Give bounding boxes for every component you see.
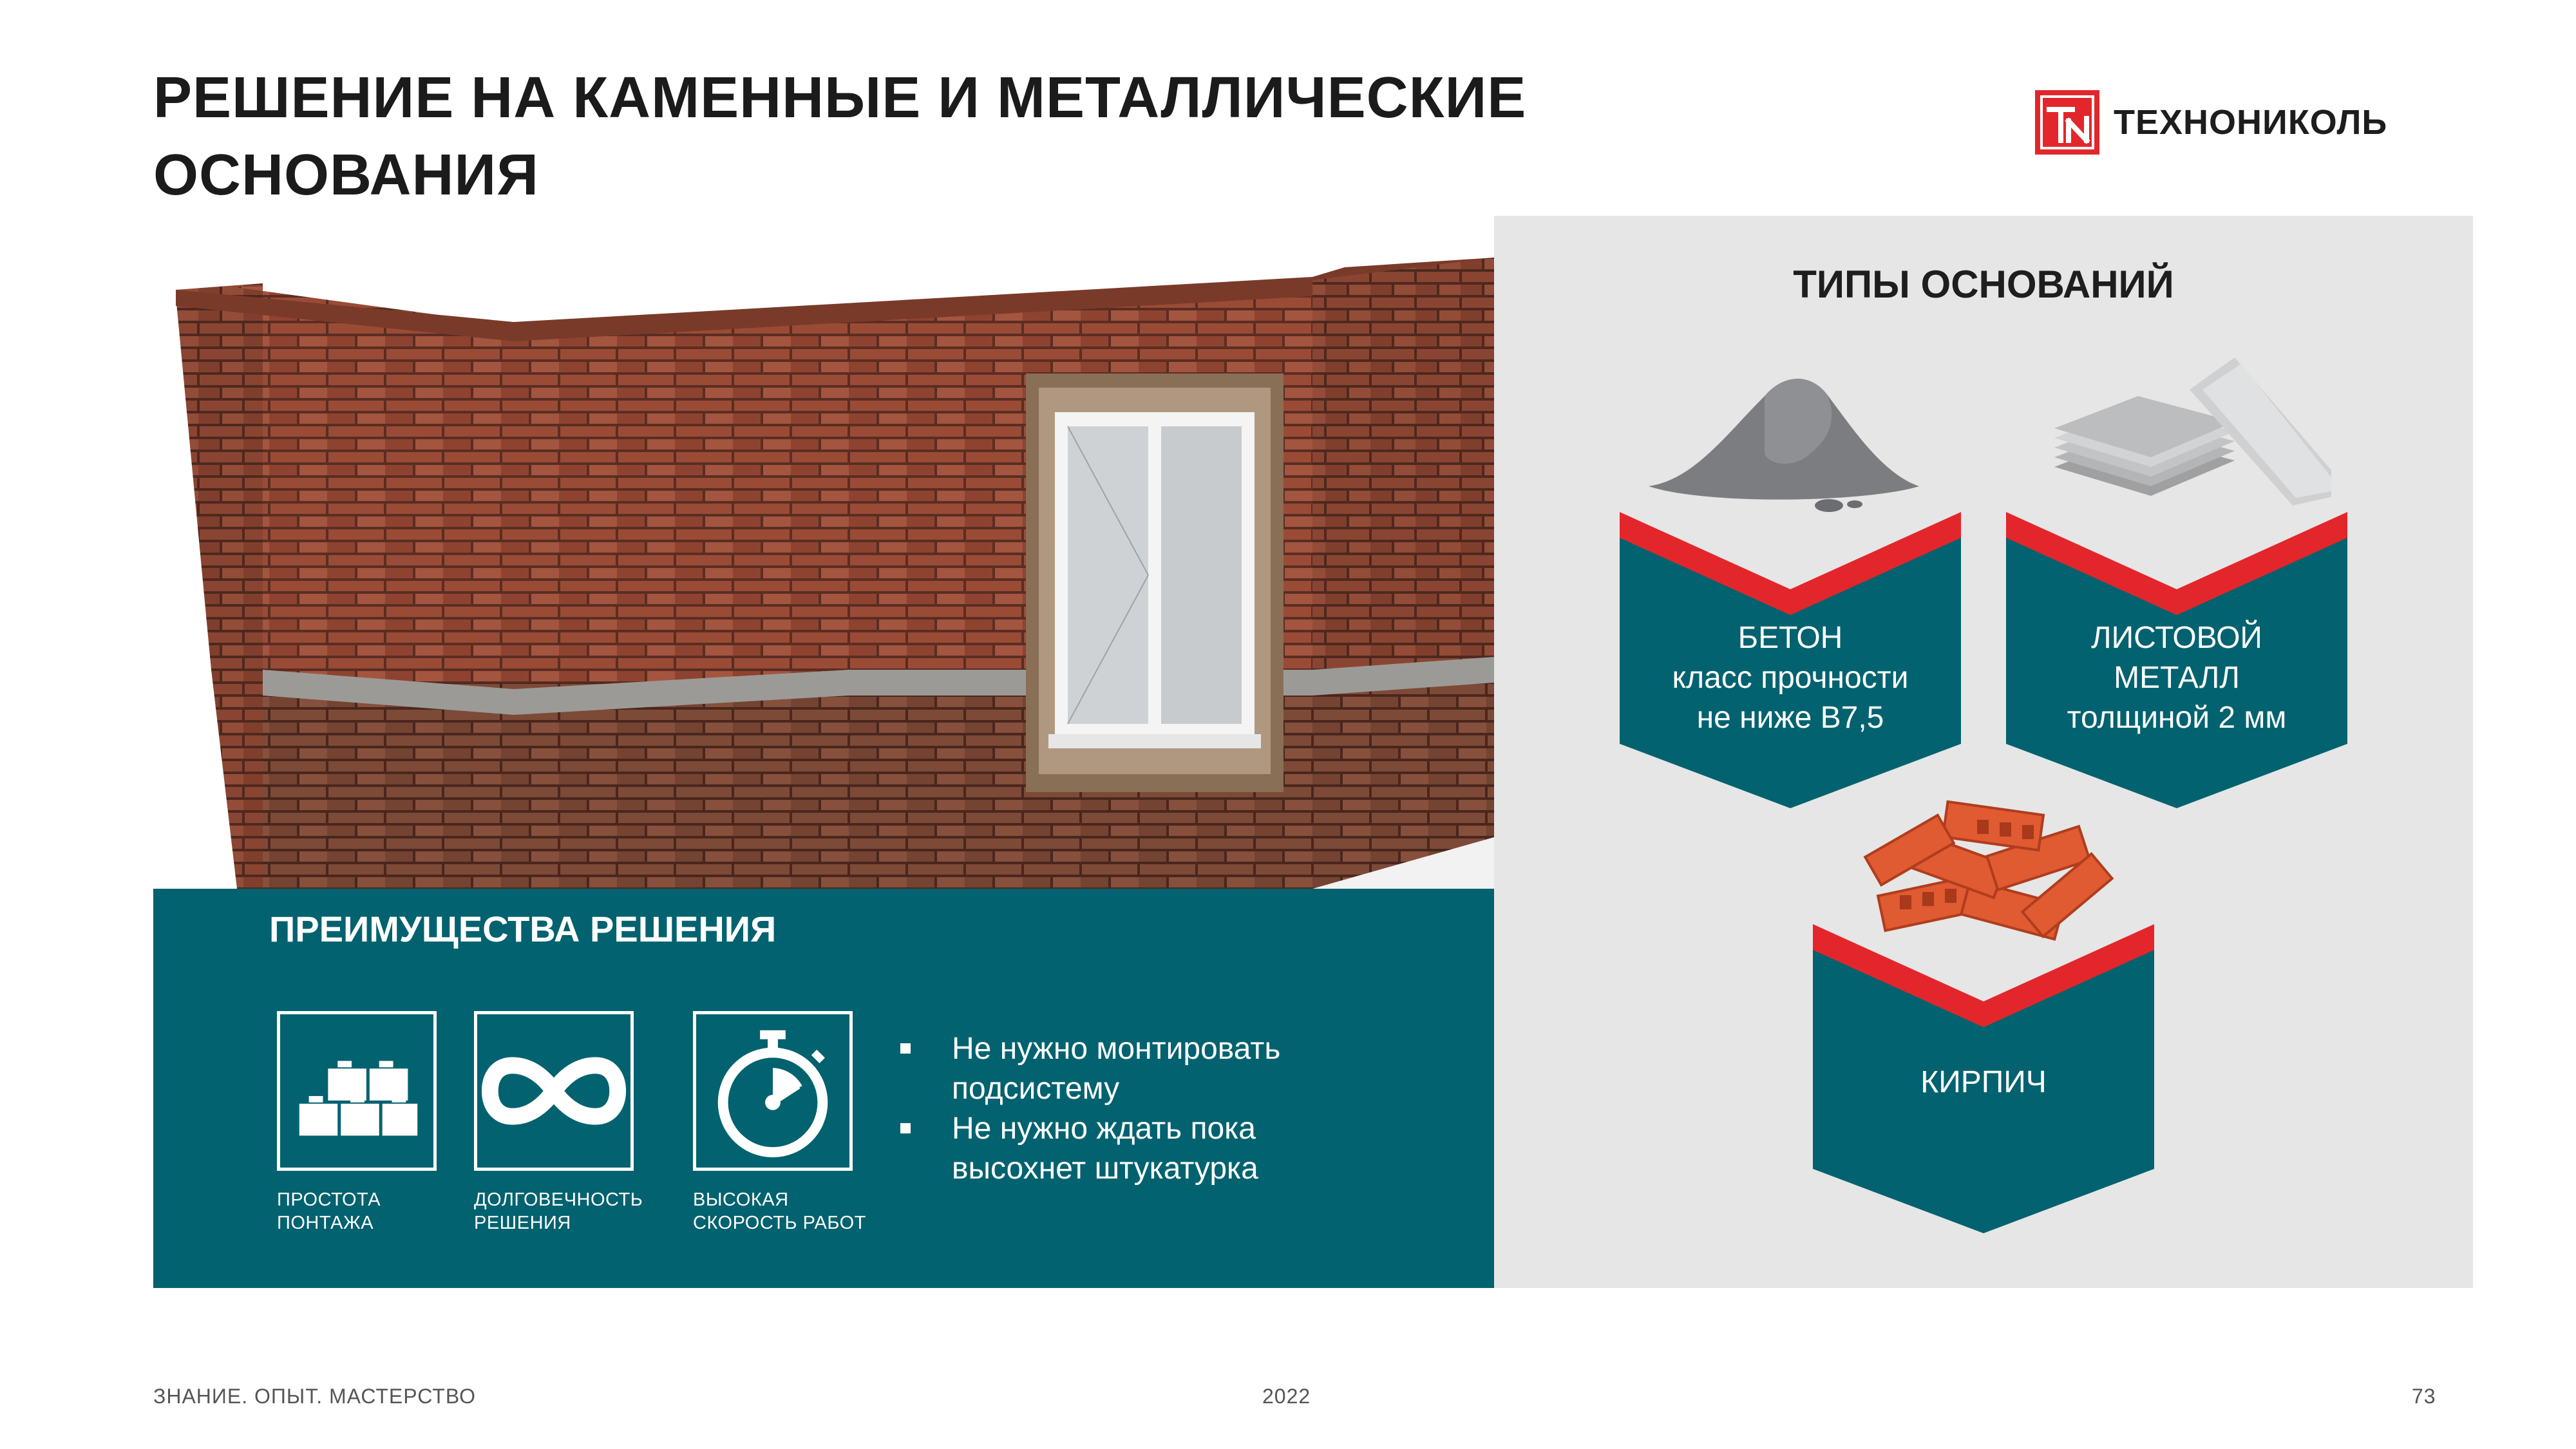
advantages-bullets: Не нужно монтировать подсистему Не нужно… xyxy=(900,1029,1390,1189)
title-line-2: ОСНОВАНИЯ xyxy=(153,143,539,207)
base-card-metal: ЛИСТОВОЙ МЕТАЛЛ толщиной 2 мм xyxy=(2006,512,2347,808)
advantage-2-icon-box xyxy=(474,1011,634,1171)
brick-wall-illustration xyxy=(153,219,1494,889)
bullet-item: Не нужно монтировать подсистему xyxy=(900,1029,1390,1109)
base-card-concrete: БЕТОН класс прочности не ниже В7,5 xyxy=(1620,512,1961,808)
advantages-title: ПРЕИМУЩЕСТВА РЕШЕНИЯ xyxy=(269,909,777,949)
concrete-pile-icon xyxy=(1649,379,1919,512)
card-concrete-title: БЕТОН xyxy=(1738,621,1843,655)
metal-sheets-icon xyxy=(2054,357,2331,506)
card-metal-line3: толщиной 2 мм xyxy=(2067,701,2287,735)
advantage-2-caption-line2: РЕШЕНИЯ xyxy=(474,1213,571,1233)
card-metal-line2: МЕТАЛЛ xyxy=(2114,661,2240,695)
advantage-3-caption-line1: ВЫСОКАЯ xyxy=(693,1189,789,1210)
advantage-2-caption-line1: ДОЛГОВЕЧНОСТЬ xyxy=(474,1189,643,1210)
base-types-panel: ТИПЫ ОСНОВАНИЙ БЕТОН класс прочности не … xyxy=(1494,216,2473,1288)
advantages-panel: ПРЕИМУЩЕСТВА РЕШЕНИЯ ПРОСТОТА ПОНТАЖА ДО… xyxy=(153,889,1494,1288)
advantage-1-caption: ПРОСТОТА ПОНТАЖА xyxy=(277,1188,381,1235)
advantage-1-caption-line1: ПРОСТОТА xyxy=(277,1189,381,1210)
infinity-icon xyxy=(481,1057,627,1125)
card-concrete-line3: не ниже В7,5 xyxy=(1696,701,1884,735)
base-card-brick: КИРПИЧ xyxy=(1813,924,2154,1233)
advantage-3-caption: ВЫСОКАЯ СКОРОСТЬ РАБОТ xyxy=(693,1188,866,1235)
advantage-3-caption-line2: СКОРОСТЬ РАБОТ xyxy=(693,1213,866,1233)
blocks-icon xyxy=(299,1061,418,1136)
footer-year: 2022 xyxy=(1262,1385,1311,1408)
slide-title: РЕШЕНИЕ НА КАМЕННЫЕ И МЕТАЛЛИЧЕСКИЕ ОСНО… xyxy=(153,59,1634,214)
advantage-2-caption: ДОЛГОВЕЧНОСТЬ РЕШЕНИЯ xyxy=(474,1188,643,1235)
footer-slogan: ЗНАНИЕ. ОПЫТ. МАСТЕРСТВО xyxy=(153,1385,476,1408)
title-line-1: РЕШЕНИЕ НА КАМЕННЫЕ И МЕТАЛЛИЧЕСКИЕ xyxy=(153,66,1527,130)
tn-logo-icon xyxy=(2035,90,2099,155)
stopwatch-icon xyxy=(717,1030,828,1158)
company-logo: ТЕХНОНИКОЛЬ xyxy=(2035,90,2387,155)
card-metal-title: ЛИСТОВОЙ xyxy=(2091,621,2262,655)
page-number: 73 xyxy=(2412,1385,2436,1408)
card-concrete-line2: класс прочности xyxy=(1672,661,1909,695)
card-brick-title: КИРПИЧ xyxy=(1920,1065,2047,1099)
bricks-pile-icon xyxy=(1863,800,2114,941)
logo-text: ТЕХНОНИКОЛЬ xyxy=(2114,103,2388,142)
bullet-item: Не нужно ждать пока высохнет штукатурка xyxy=(900,1109,1390,1189)
types-title: ТИПЫ ОСНОВАНИЙ xyxy=(1793,263,2174,306)
advantage-1-caption-line2: ПОНТАЖА xyxy=(277,1213,374,1233)
advantage-3-icon-box xyxy=(693,1011,853,1171)
advantage-1-icon-box xyxy=(277,1011,437,1171)
